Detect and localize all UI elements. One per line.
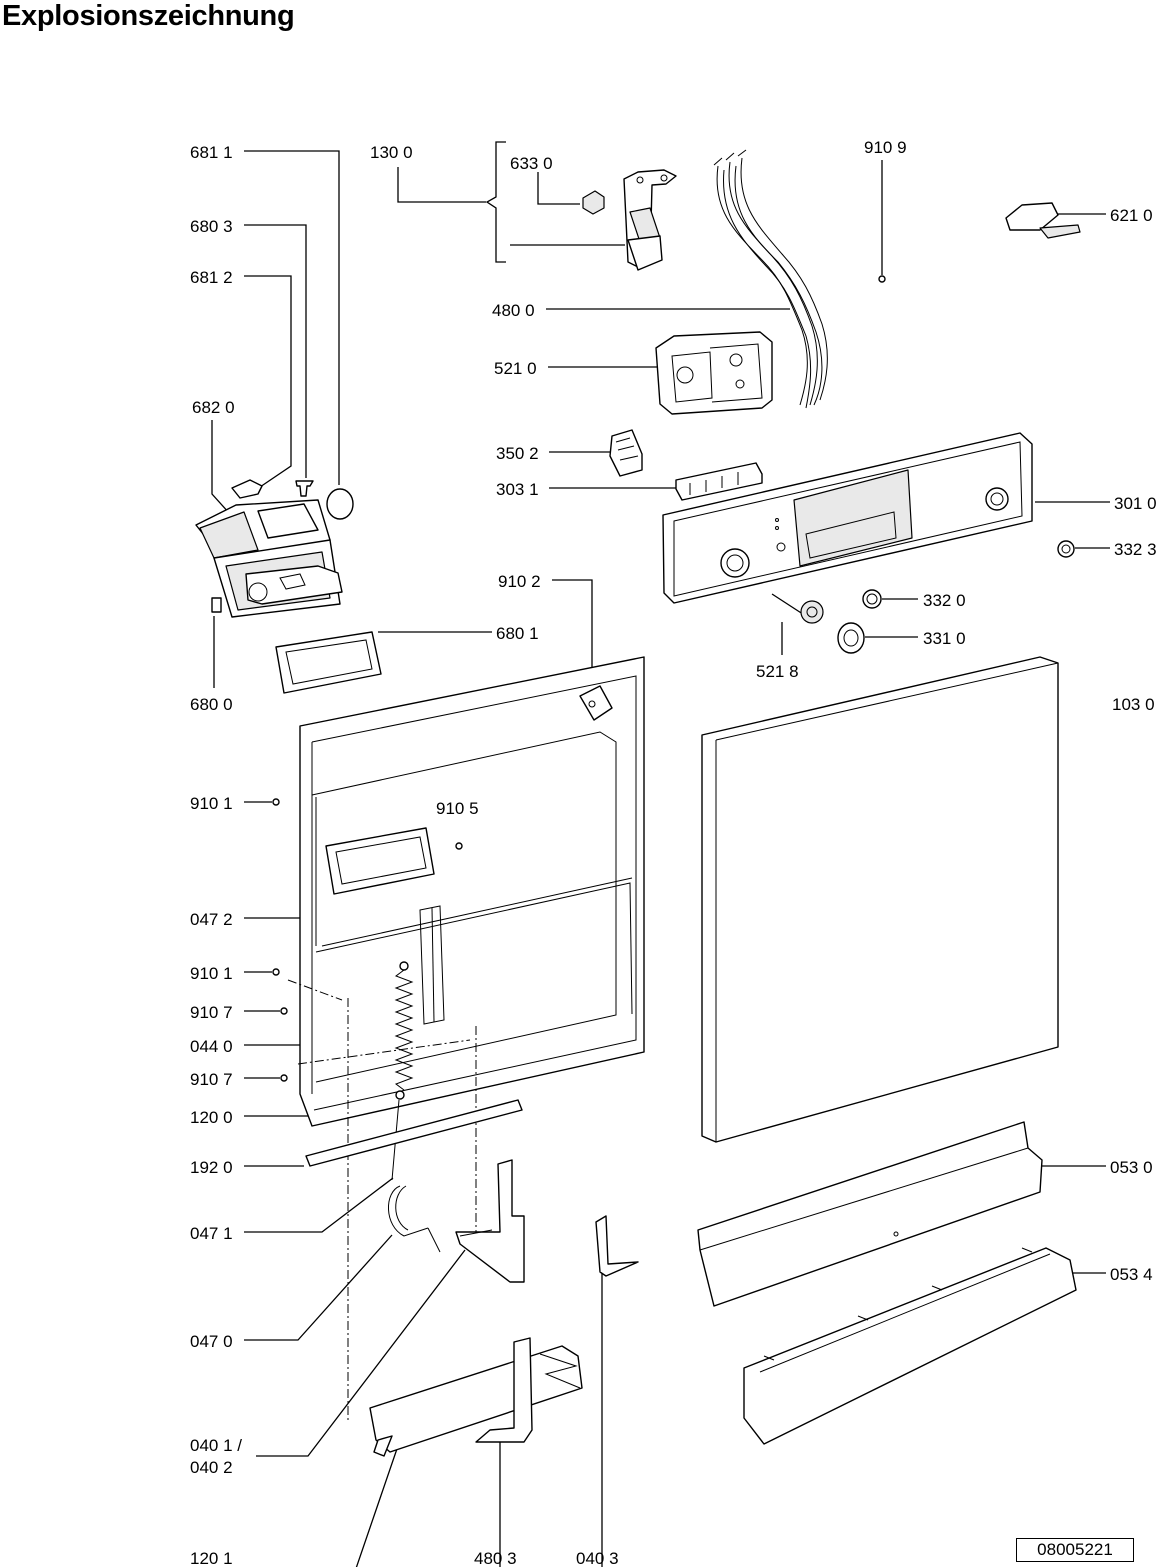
part-633-0 (582, 190, 605, 215)
screw-910-7-a (280, 1007, 288, 1015)
part-wire-harness-480-0 (713, 149, 828, 409)
part-plinth-cover-053-4 (743, 1247, 1077, 1445)
document-number: 08005221 (1016, 1538, 1134, 1562)
part-350-2 (609, 429, 643, 477)
callout-680-3: 680 3 (190, 217, 233, 236)
part-bracket-040-1 (455, 1159, 525, 1283)
callout-910-1-b: 910 1 (190, 964, 233, 983)
part-331-0 (837, 622, 865, 654)
callout-910-7-b: 910 7 (190, 1070, 233, 1089)
callout-633-0: 633 0 (510, 154, 553, 173)
part-332-0 (862, 589, 882, 609)
callout-910-2: 910 2 (498, 572, 541, 591)
callout-910-9: 910 9 (864, 138, 907, 157)
callout-192-0: 192 0 (190, 1158, 233, 1177)
callout-040-2: 040 2 (190, 1458, 233, 1477)
callout-047-0: 047 0 (190, 1332, 233, 1351)
callout-053-4: 053 4 (1110, 1265, 1153, 1284)
part-control-panel-301-0 (662, 432, 1033, 604)
part-kick-strip-120-1 (369, 1345, 583, 1457)
callout-680-1: 680 1 (496, 624, 539, 643)
part-inner-door-120-0 (287, 656, 645, 1420)
screw-910-7-b (280, 1074, 288, 1082)
part-681-2 (231, 479, 263, 499)
callout-331-0: 331 0 (923, 629, 966, 648)
leader-lines (211, 141, 1110, 1567)
callout-910-1-a: 910 1 (190, 794, 233, 813)
part-680-3 (295, 480, 314, 497)
part-bracket-040-3 (595, 1215, 639, 1277)
callout-labels: 681 1 130 0 633 0 910 9 680 3 621 0 681 … (190, 138, 1157, 1567)
callout-680-0: 680 0 (190, 695, 233, 714)
part-control-module-521-0 (655, 331, 773, 415)
callout-120-0: 120 0 (190, 1108, 233, 1127)
callout-621-0: 621 0 (1110, 206, 1153, 225)
part-910-9 (878, 275, 886, 283)
screw-910-1-b (272, 968, 280, 976)
callout-040-1: 040 1 / (190, 1436, 242, 1455)
callout-301-0: 301 0 (1114, 494, 1157, 513)
part-681-1 (326, 488, 354, 520)
part-332-3 (1057, 540, 1075, 558)
part-plinth-053-0 (697, 1121, 1043, 1307)
callout-910-5: 910 5 (436, 799, 479, 818)
callout-332-0: 332 0 (923, 591, 966, 610)
part-gasket-680-1 (275, 631, 382, 694)
part-bracket-480-3 (475, 1337, 533, 1443)
part-rail-192-0 (305, 1099, 523, 1167)
callout-480-3: 480 3 (474, 1549, 517, 1567)
screw-910-1-a (272, 798, 280, 806)
part-outer-door-103-0 (701, 656, 1059, 1143)
callout-480-0: 480 0 (492, 301, 535, 320)
callout-130-0: 130 0 (370, 143, 413, 162)
callout-053-0: 053 0 (1110, 1158, 1153, 1177)
callout-047-1: 047 1 (190, 1224, 233, 1243)
part-button-strip-303-1 (675, 462, 763, 501)
part-door-lock-130-0 (623, 169, 677, 271)
page-title: Explosionszeichnung (2, 0, 295, 32)
callout-681-1: 681 1 (190, 143, 233, 162)
callout-044-0: 044 0 (190, 1037, 233, 1056)
screw-910-5 (455, 842, 463, 850)
callout-681-2: 681 2 (190, 268, 233, 287)
part-dispenser-680-0 (195, 499, 343, 618)
callout-350-2: 350 2 (496, 444, 539, 463)
part-hook-047 (387, 1185, 441, 1253)
callout-303-1: 303 1 (496, 480, 539, 499)
callout-040-3: 040 3 (576, 1549, 619, 1567)
callout-521-0: 521 0 (494, 359, 537, 378)
part-621-0 (1005, 202, 1081, 239)
callout-910-7-a: 910 7 (190, 1003, 233, 1022)
callout-103-0: 103 0 (1112, 695, 1155, 714)
callout-047-2: 047 2 (190, 910, 233, 929)
callout-120-1: 120 1 (190, 1549, 233, 1567)
callout-682-0: 682 0 (192, 398, 235, 417)
callout-332-3: 332 3 (1114, 540, 1157, 559)
callout-521-8: 521 8 (756, 662, 799, 681)
part-521-8 (771, 593, 824, 624)
